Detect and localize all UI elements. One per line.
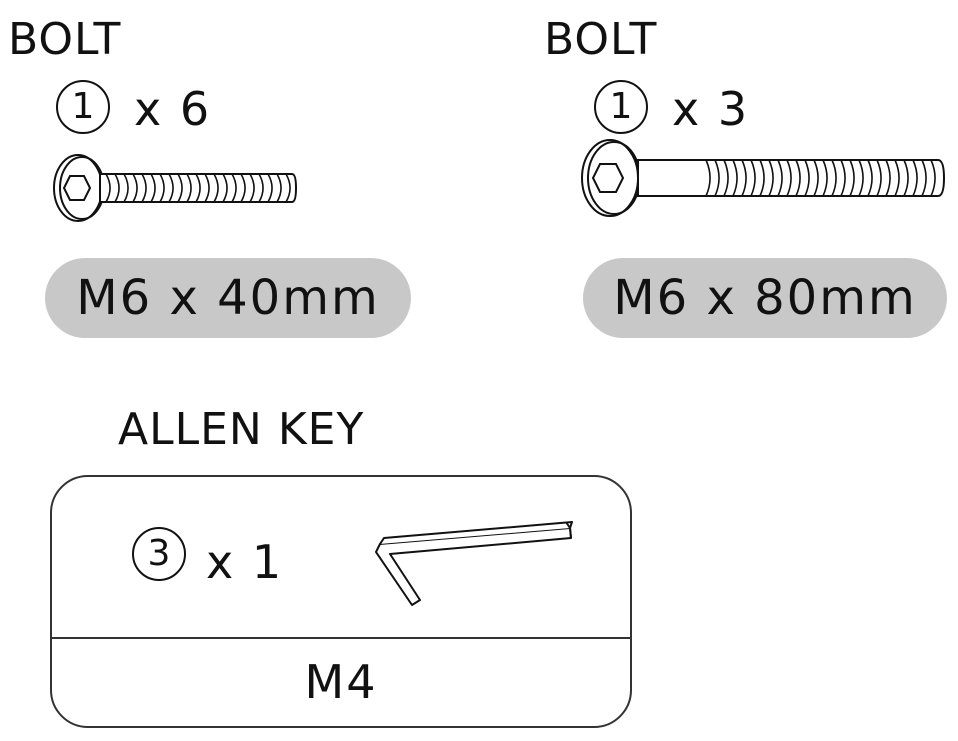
thread-line <box>777 159 783 197</box>
bolt-long-icon <box>581 139 946 217</box>
thread-line <box>723 159 729 197</box>
thread-line <box>267 173 273 203</box>
thread-line <box>177 173 183 203</box>
thread-line <box>813 159 819 197</box>
bolt-a-title: BOLT <box>8 14 122 65</box>
thread-line <box>285 173 291 203</box>
thread-line <box>849 159 855 197</box>
bolt-short-icon <box>53 154 298 222</box>
thread-line <box>894 159 900 197</box>
thread-line <box>141 173 147 203</box>
allen-key-title: ALLEN KEY <box>118 404 365 455</box>
thread-line <box>804 159 810 197</box>
bolt-b-part-number: 1 <box>594 80 648 134</box>
thread-line <box>123 173 129 203</box>
thread-line <box>921 159 927 197</box>
thread-line <box>705 159 711 197</box>
thread-line <box>750 159 756 197</box>
thread-line <box>231 173 237 203</box>
bolt-b-size-label: M6 x 80mm <box>583 258 947 338</box>
thread-line <box>930 159 936 197</box>
thread-line <box>858 159 864 197</box>
thread-line <box>759 159 765 197</box>
thread-line <box>876 159 882 197</box>
thread-line <box>276 173 282 203</box>
thread-line <box>240 173 246 203</box>
allen-key-size-label: M4 <box>304 655 378 709</box>
thread-line <box>186 173 192 203</box>
bolt-b-quantity: x 3 <box>672 82 750 136</box>
thread-line <box>195 173 201 203</box>
thread-line <box>105 173 111 203</box>
thread-line <box>150 173 156 203</box>
thread-line <box>213 173 219 203</box>
thread-line <box>903 159 909 197</box>
thread-line <box>258 173 264 203</box>
thread-line <box>114 173 120 203</box>
thread-line <box>204 173 210 203</box>
bolt-a-size-label: M6 x 40mm <box>45 258 411 338</box>
allen-key-box: 3 x 1 M4 <box>50 475 632 728</box>
allen-key-icon <box>375 521 573 606</box>
thread-line <box>786 159 792 197</box>
thread-line <box>168 173 174 203</box>
thread-line <box>840 159 846 197</box>
thread-line <box>249 173 255 203</box>
bolt-a-part-number: 1 <box>56 80 110 134</box>
thread-line <box>912 159 918 197</box>
thread-line <box>159 173 165 203</box>
bolt-b-title: BOLT <box>544 14 658 65</box>
thread-line <box>795 159 801 197</box>
thread-line <box>768 159 774 197</box>
thread-line <box>222 173 228 203</box>
thread-line <box>867 159 873 197</box>
thread-line <box>741 159 747 197</box>
thread-line <box>132 173 138 203</box>
thread-line <box>732 159 738 197</box>
thread-line <box>885 159 891 197</box>
bolt-a-quantity: x 6 <box>134 82 212 136</box>
allen-key-quantity: x 1 <box>206 535 284 589</box>
thread-line <box>831 159 837 197</box>
allen-key-divider <box>52 637 630 639</box>
allen-key-part-number: 3 <box>132 527 186 581</box>
thread-line <box>714 159 720 197</box>
thread-line <box>822 159 828 197</box>
